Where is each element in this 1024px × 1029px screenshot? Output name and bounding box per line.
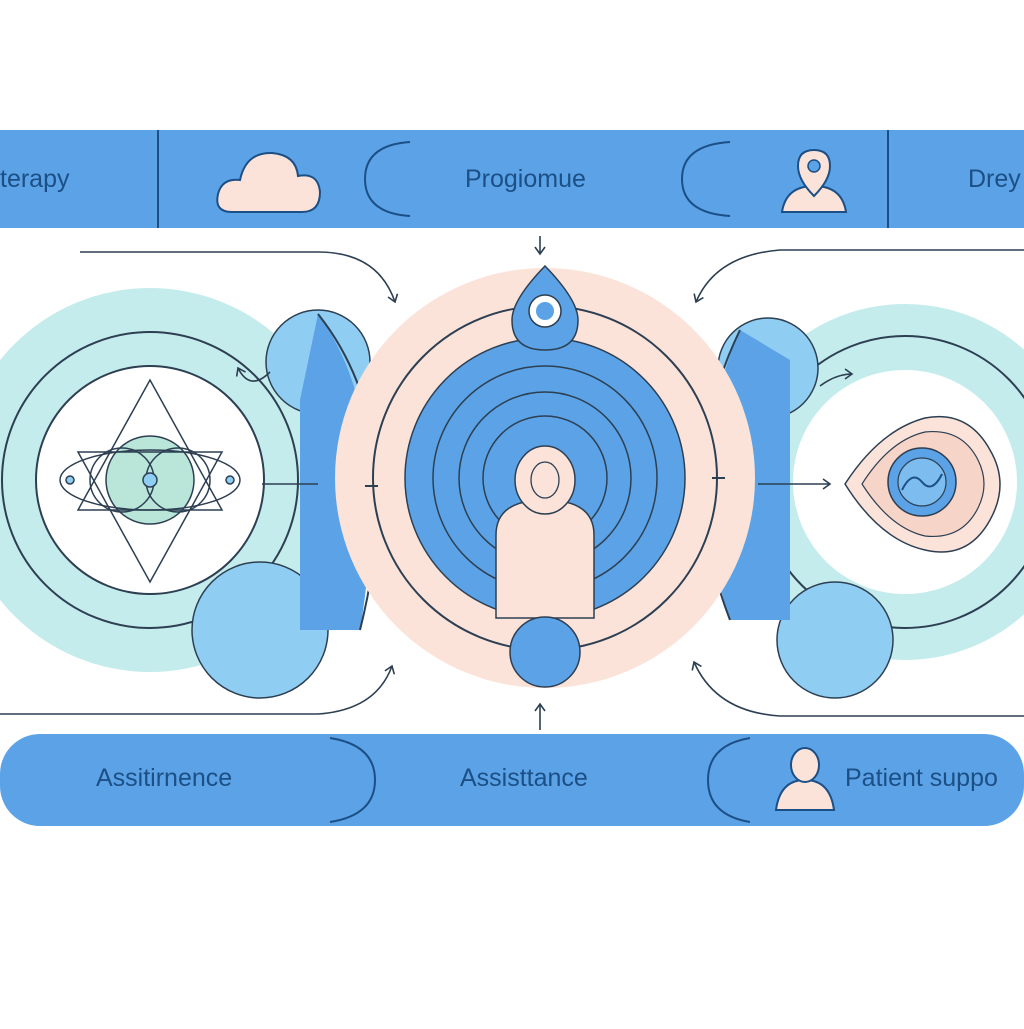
center-bottom-dot xyxy=(509,616,581,688)
top-bar-curve xyxy=(680,141,731,217)
top-bar xyxy=(0,130,1024,228)
top-label-drey: Drey xyxy=(968,165,1021,193)
bottom-bar-curve xyxy=(706,737,751,823)
top-label-progiomue: Progiomue xyxy=(465,165,586,193)
arrow-left-node xyxy=(235,366,271,382)
center-node xyxy=(335,264,755,688)
water-drop-icon xyxy=(511,264,579,351)
arrow-bottom-left xyxy=(0,664,396,715)
person-pin-icon xyxy=(780,148,848,213)
top-bar-background xyxy=(0,130,1024,228)
right-blue-circle xyxy=(776,581,894,699)
connectors xyxy=(0,236,1024,730)
person-icon xyxy=(774,747,836,811)
cloud-icon xyxy=(216,151,322,213)
arrow-bottom-right xyxy=(691,660,1024,717)
top-bar-curve xyxy=(363,141,411,217)
top-label-therapy: terapy xyxy=(0,165,70,193)
bottom-bar xyxy=(0,734,1024,826)
flower-orb-icon xyxy=(844,415,1001,553)
geometric-star-icon xyxy=(59,378,241,584)
person-with-rings-icon xyxy=(495,445,595,619)
bottom-label-assitirnence: Assitirnence xyxy=(96,764,233,792)
left-node xyxy=(0,288,379,699)
bottom-label-patient-support: Patient suppo xyxy=(845,764,998,792)
arrow-top-left xyxy=(80,251,399,304)
bottom-bar-curve xyxy=(329,737,377,823)
arrow-right-node xyxy=(819,368,854,387)
bottom-label-assisttance: Assisttance xyxy=(460,764,588,792)
arrow-top-right xyxy=(693,249,1024,304)
bottom-bar-background xyxy=(0,734,1024,826)
left-ring xyxy=(1,331,299,629)
